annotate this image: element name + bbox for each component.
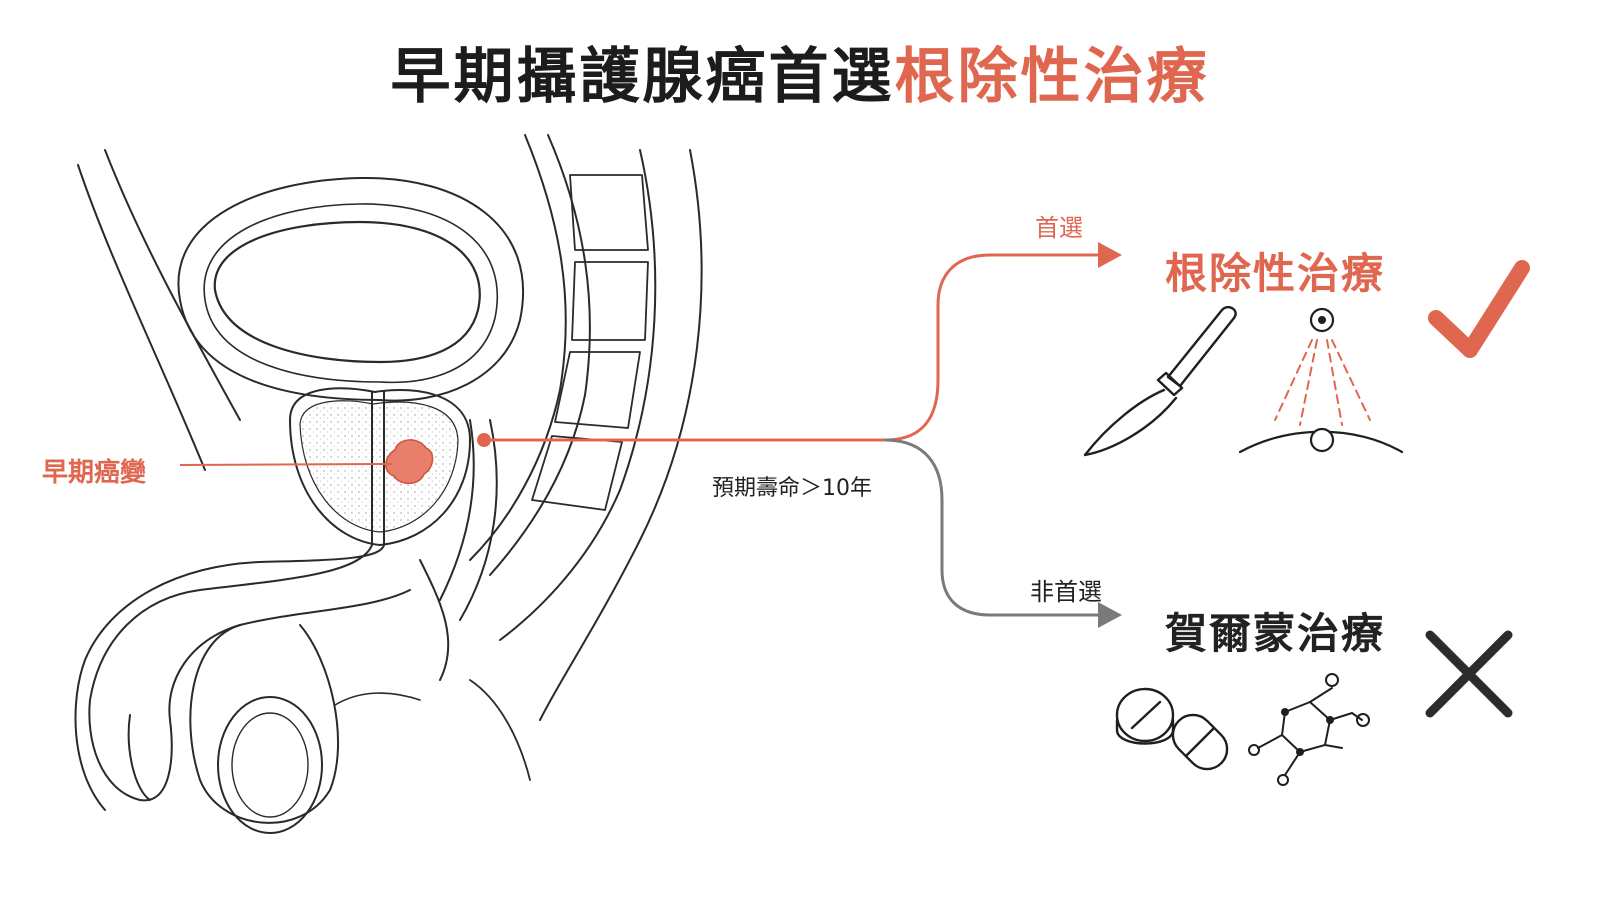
lesion-leader-line [179, 463, 393, 466]
anatomy-illustration [74, 134, 703, 834]
page-title: 早期攝護腺癌首選根除性治療 [0, 28, 1600, 115]
title-highlight: 根除性治療 [894, 42, 1210, 112]
preferred-flow-line [884, 253, 1100, 442]
hormone-treatment-label: 賀爾蒙治療 [1165, 609, 1386, 658]
lesion-label: 早期癌變 [42, 458, 147, 488]
molecule-icon [1248, 673, 1370, 786]
condition-label: 預期壽命＞10年 [712, 476, 872, 501]
cross-icon [1425, 630, 1513, 718]
cancer-lesion [385, 439, 434, 485]
nonpreferred-flow-line [884, 438, 1100, 617]
radiation-beam-icon [1238, 307, 1404, 454]
non-preferred-label: 非首選 [1030, 578, 1102, 606]
pill-icon [1115, 687, 1229, 771]
nonpreferred-arrowhead [1098, 602, 1122, 628]
scalpel-icon [1083, 305, 1237, 457]
radical-treatment-label: 根除性治療 [1165, 249, 1386, 298]
title-main: 早期攝護腺癌首選 [390, 42, 895, 112]
check-icon [1428, 260, 1530, 358]
preferred-arrowhead [1098, 242, 1122, 268]
preferred-label: 首選 [1035, 214, 1083, 242]
